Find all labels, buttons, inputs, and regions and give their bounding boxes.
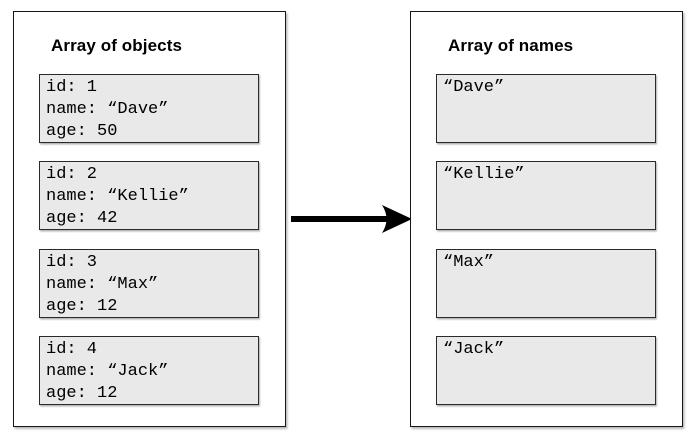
name-box-4-text: “Jack”	[443, 340, 505, 359]
array-of-names-title: Array of names	[448, 36, 574, 55]
object-box-4: id: 4 name: “Jack” age: 12	[39, 336, 259, 405]
object-box-1: id: 1 name: “Dave” age: 50	[39, 74, 259, 143]
array-of-names-panel: Array of names “Dave” “Kellie” “Max” “Ja…	[410, 11, 683, 427]
object-box-2-text: id: 2 name: “Kellie” age: 42	[46, 165, 189, 228]
name-box-2-text: “Kellie”	[443, 165, 525, 184]
name-box-2: “Kellie”	[436, 161, 656, 230]
array-of-objects-panel: Array of objects id: 1 name: “Dave” age:…	[13, 11, 286, 427]
object-box-3: id: 3 name: “Max” age: 12	[39, 249, 259, 318]
object-box-4-text: id: 4 name: “Jack” age: 12	[46, 340, 169, 403]
right-arrow-icon	[291, 205, 412, 233]
array-of-objects-title: Array of objects	[51, 36, 183, 55]
name-box-3-text: “Max”	[443, 253, 495, 272]
name-box-4: “Jack”	[436, 336, 656, 405]
object-box-3-text: id: 3 name: “Max” age: 12	[46, 253, 159, 316]
name-box-1-text: “Dave”	[443, 78, 505, 97]
map-arrow	[289, 199, 415, 240]
name-box-1: “Dave”	[436, 74, 656, 143]
name-box-3: “Max”	[436, 249, 656, 318]
object-box-1-text: id: 1 name: “Dave” age: 50	[46, 78, 169, 141]
object-box-2: id: 2 name: “Kellie” age: 42	[39, 161, 259, 230]
